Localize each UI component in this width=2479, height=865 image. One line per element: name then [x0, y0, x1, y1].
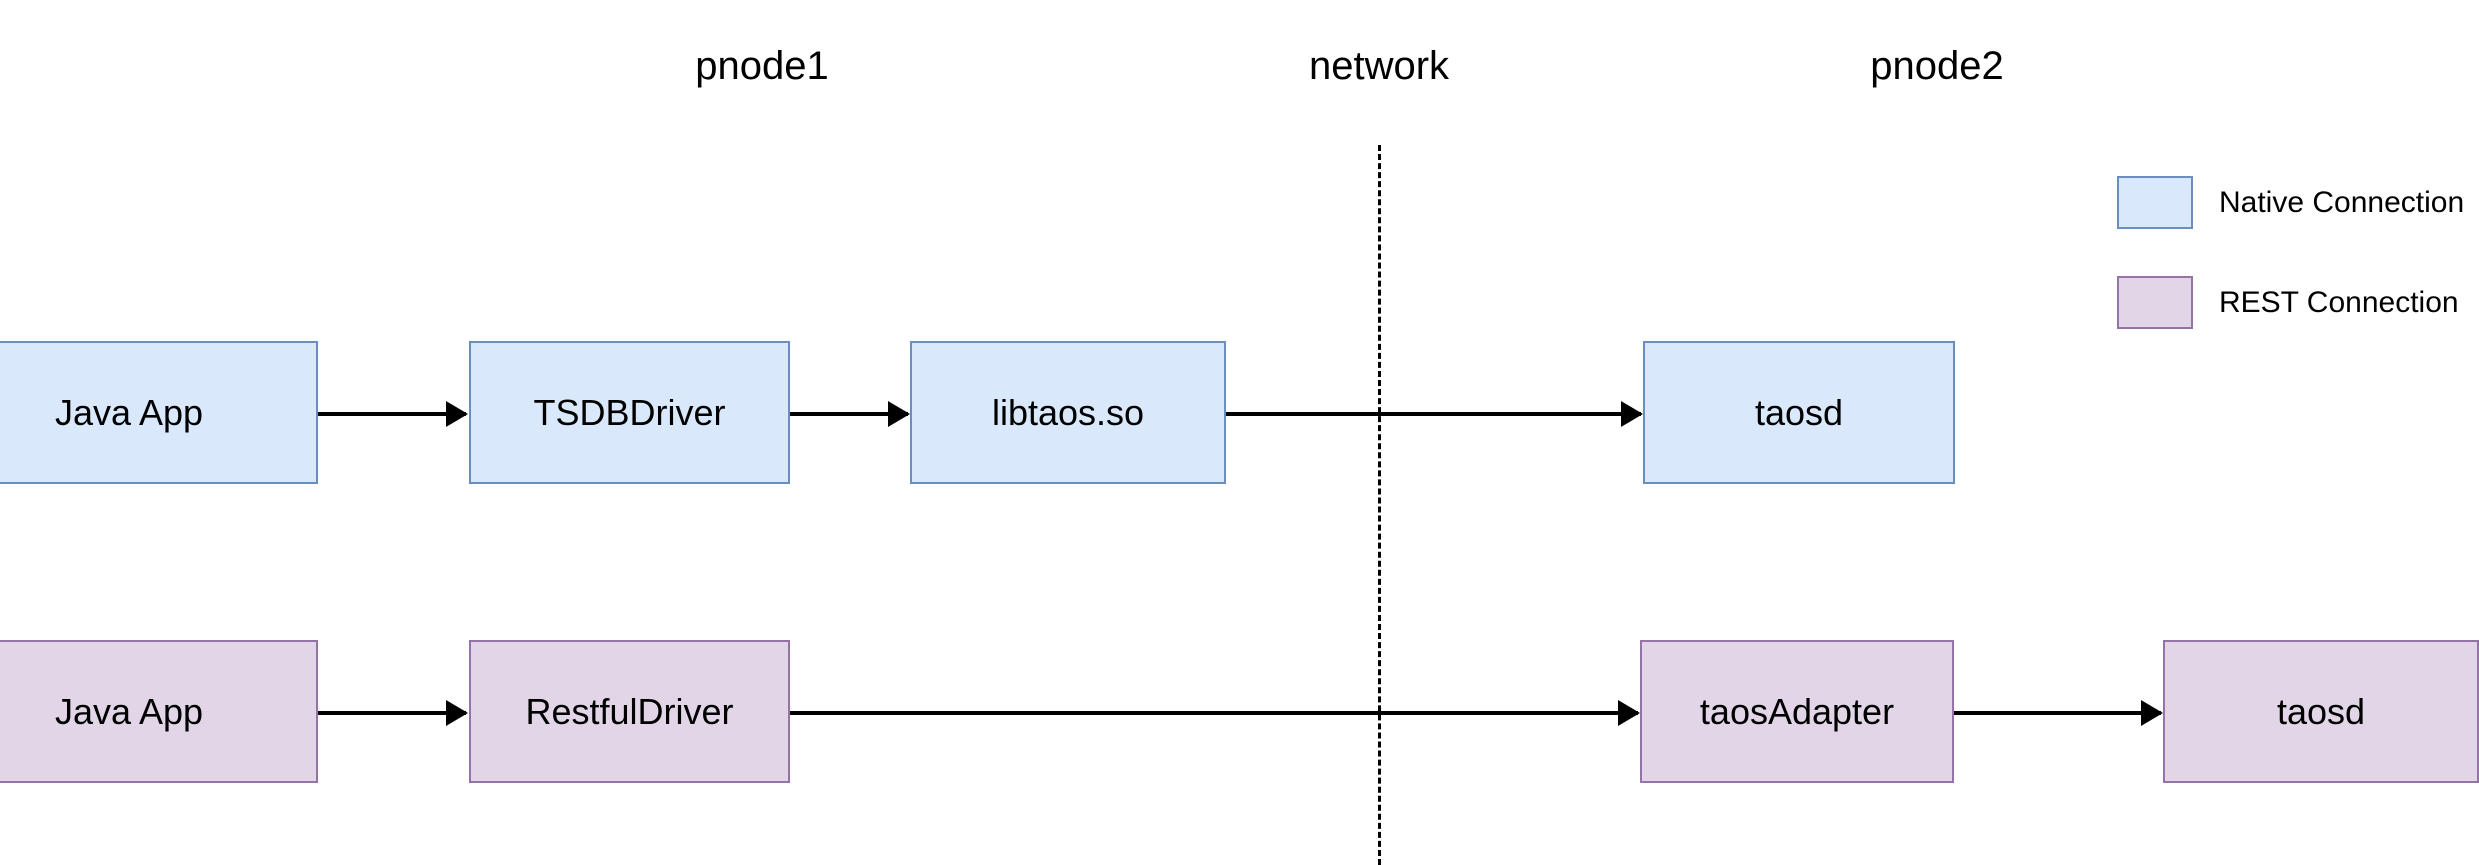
- node-restfuldriver[interactable]: RestfulDriver: [469, 640, 790, 783]
- node-java-app-rest[interactable]: Java App: [0, 640, 318, 783]
- edge-tsdbdriver-libtaos: [790, 412, 908, 416]
- legend-swatch-rest: [2117, 276, 2193, 329]
- node-tsdbdriver[interactable]: TSDBDriver: [469, 341, 790, 484]
- edge-taosadapter-taosd: [1954, 711, 2161, 715]
- legend-label-rest: REST Connection: [2219, 285, 2459, 319]
- edge-javaapp-tsdbdriver: [318, 412, 466, 416]
- legend-item-rest: REST Connection: [2117, 276, 2459, 329]
- legend-item-native: Native Connection: [2117, 176, 2464, 229]
- edge-javaapp-restfuldriver: [318, 711, 466, 715]
- column-label-pnode2: pnode2: [1870, 44, 2004, 88]
- column-label-network: network: [1308, 44, 1450, 88]
- node-java-app-native[interactable]: Java App: [0, 341, 318, 484]
- node-taosd-rest[interactable]: taosd: [2163, 640, 2479, 783]
- legend-label-native: Native Connection: [2219, 185, 2465, 219]
- column-label-pnode1: pnode1: [695, 44, 829, 88]
- edge-restfuldriver-taosadapter: [790, 711, 1638, 715]
- node-taosadapter[interactable]: taosAdapter: [1640, 640, 1954, 783]
- network-divider-line: [1378, 145, 1381, 865]
- node-libtaos-so[interactable]: libtaos.so: [910, 341, 1226, 484]
- node-taosd-native[interactable]: taosd: [1643, 341, 1955, 484]
- legend-swatch-native: [2117, 176, 2193, 229]
- edge-libtaos-taosd: [1226, 412, 1641, 416]
